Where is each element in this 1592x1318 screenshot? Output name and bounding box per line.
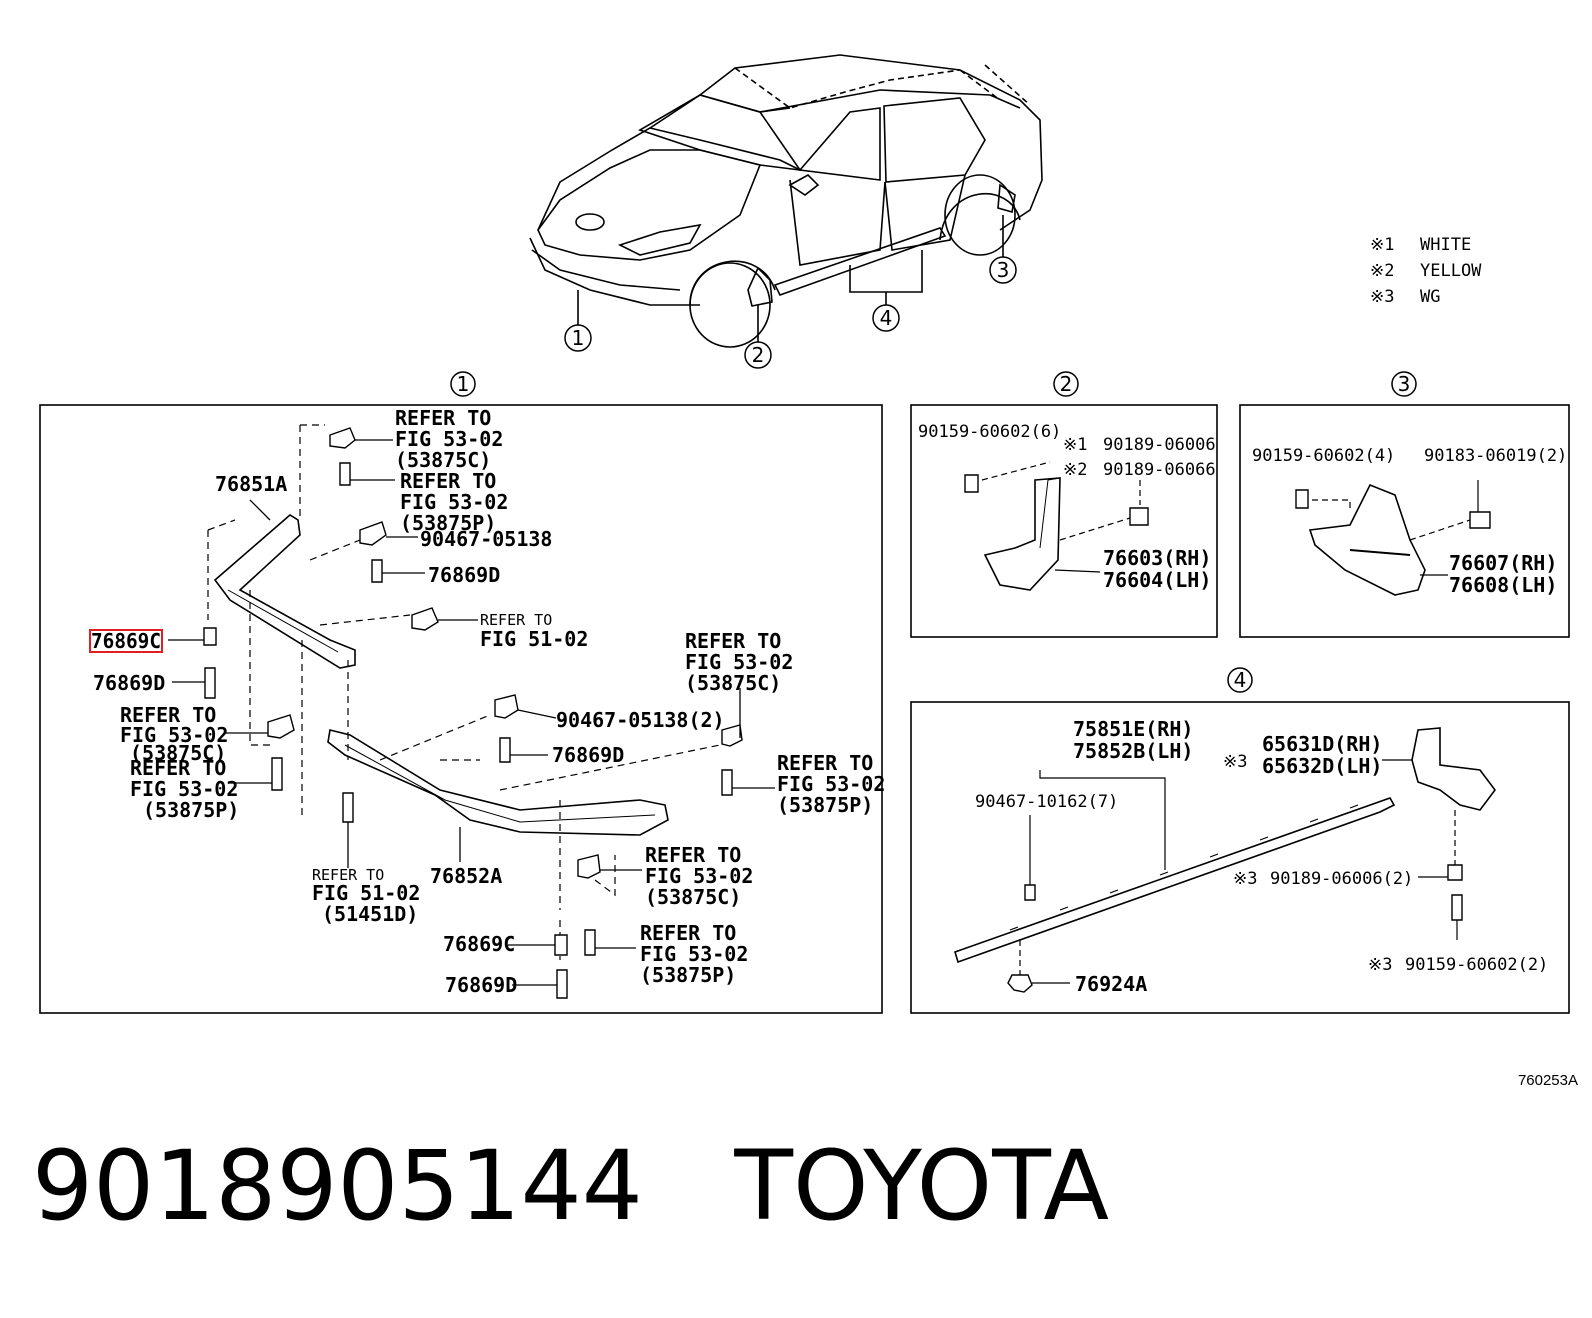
p2-mark-1: ※1 [1063,435,1087,455]
highlight-box [89,629,163,653]
p3-rh: 76607(RH) [1449,551,1557,575]
refer51b-l3: (51451D) [322,902,418,926]
refer51b-l2: FIG 51-02 [312,881,420,905]
part-76851A: 76851A [215,472,287,496]
callout-3: 3 [997,258,1010,282]
panel-4: 4 75851E(RH) 75852B(LH) ※3 65631D(RH) [910,667,1570,1014]
p4-part-4: 76924A [1075,972,1147,996]
p2-part-1: 90159-60602(6) [918,422,1061,442]
refer5-l1: REFER TO [685,629,781,653]
p4-part-3: 90159-60602(2) [1405,955,1548,975]
part-76869D-b: 76869D [93,671,165,695]
callout-4: 4 [880,306,893,330]
brand-name: TOYOTA [734,1130,1110,1242]
p4-rh: 75851E(RH) [1073,717,1193,741]
refer51a-l1: REFER TO [480,611,552,629]
p4-part-2: 90189-06006(2) [1270,869,1413,889]
panel-1: 1 [39,371,885,1014]
refer8-l2: FIG 53-02 [640,942,748,966]
car-illustration [529,54,1043,348]
panel-3-title: 3 [1398,372,1411,396]
refer4-l1: REFER TO [130,756,226,780]
part-76869D-c: 76869D [552,743,624,767]
panel-4-title: 4 [1234,668,1247,692]
refer5-l2: FIG 53-02 [685,650,793,674]
legend-text-2: YELLOW [1420,261,1482,281]
callout-2: 2 [752,343,765,367]
refer8-l1: REFER TO [640,921,736,945]
legend-mark-2: ※2 [1370,261,1394,281]
color-legend: ※1 WHITE ※2 YELLOW ※3 WG [1370,235,1482,307]
refer3-l2: FIG 53-02 [120,723,228,747]
part-76869D-d: 76869D [445,973,517,997]
p2-mark-2: ※2 [1063,460,1087,480]
part-90467-05138: 90467-05138 [420,527,552,551]
part-76852A: 76852A [430,864,502,888]
refer3-l1: REFER TO [120,703,216,727]
p4-rh2: 65631D(RH) [1262,732,1382,756]
refer1-l2: FIG 53-02 [395,427,503,451]
refer5-l3: (53875C) [685,671,781,695]
p4-mark-3: ※3 [1368,955,1392,975]
refer4-l2: FIG 53-02 [130,777,238,801]
part-76869D-a: 76869D [428,563,500,587]
refer7-l1: REFER TO [645,843,741,867]
refer1-l3: (53875C) [395,448,491,472]
refer4-l3: (53875P) [143,798,239,822]
refer1-l1: REFER TO [395,406,491,430]
p2-part-3: 90189-06066 [1103,460,1216,480]
p4-mark-1: ※3 [1223,752,1247,772]
p4-mark-2: ※3 [1233,869,1257,889]
panel-2-title: 2 [1060,372,1073,396]
p3-lh: 76608(LH) [1449,573,1557,597]
legend-mark-3: ※3 [1370,287,1394,307]
panel-3: 3 90159-60602(4) 90183-06019(2) 76607(RH… [1239,371,1570,638]
refer7-l3: (53875C) [645,885,741,909]
refer51b-l1: REFER TO [312,866,384,884]
refer3-l3: (53875C) [130,741,226,765]
callout-1: 1 [572,326,585,350]
part-90467-05138-2: 90467-05138(2) [556,708,725,732]
p4-part-1: 90467-10162(7) [975,792,1118,812]
p3-part-2: 90183-06019(2) [1424,446,1567,466]
legend-mark-1: ※1 [1370,235,1394,255]
p2-part-2: 90189-06006 [1103,435,1216,455]
part-76869C-highlighted[interactable]: 76869C [91,629,161,653]
legend-text-3: WG [1420,287,1440,307]
figure-code: 760253A [1518,1072,1578,1089]
part-number: 9018905144 [32,1130,643,1242]
p4-lh: 75852B(LH) [1073,739,1193,763]
refer2-l1: REFER TO [400,469,496,493]
p3-part-1: 90159-60602(4) [1252,446,1395,466]
refer8-l3: (53875P) [640,963,736,987]
refer2-l2: FIG 53-02 [400,490,508,514]
car-callouts: 1 2 3 4 [564,256,1017,369]
panel-1-title: 1 [457,372,470,396]
refer6-l2: FIG 53-02 [777,772,885,796]
p2-rh: 76603(RH) [1103,546,1211,570]
p2-lh: 76604(LH) [1103,568,1211,592]
p4-lh2: 65632D(LH) [1262,754,1382,778]
refer6-l3: (53875P) [777,793,873,817]
panel-2: 2 90159-60602(6) ※1 90189-06006 ※2 90189… [910,371,1218,638]
refer7-l2: FIG 53-02 [645,864,753,888]
refer6-l1: REFER TO [777,751,873,775]
refer51a-l2: FIG 51-02 [480,627,588,651]
refer2-l3: (53875P) [400,511,496,535]
part-title: 9018905144 TOYOTA [32,1138,1109,1234]
part-76869C: 76869C [443,932,515,956]
legend-text-1: WHITE [1420,235,1471,255]
